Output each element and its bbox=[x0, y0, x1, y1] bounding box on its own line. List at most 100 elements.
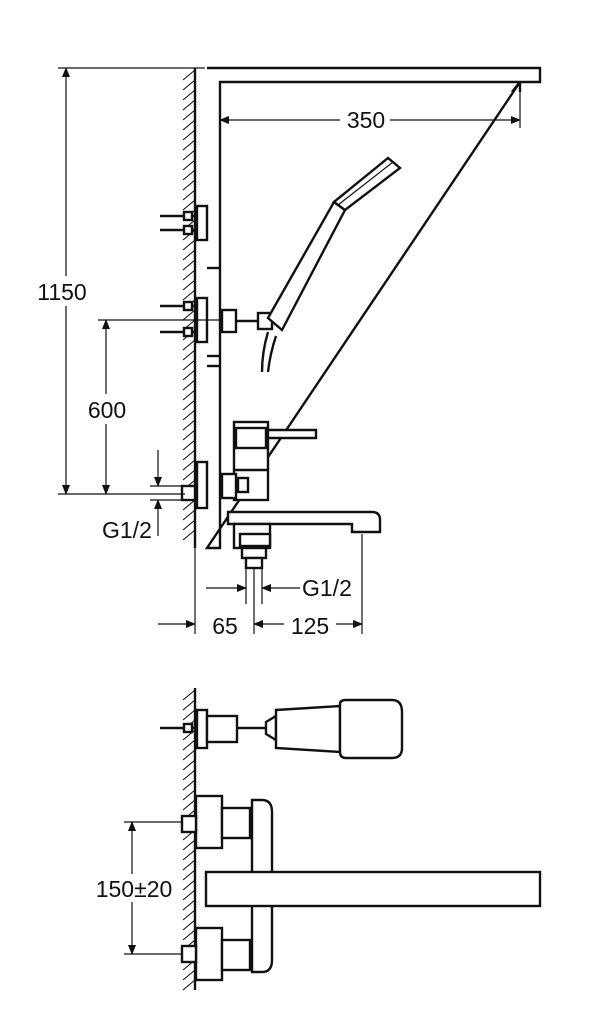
dim-label-350: 350 bbox=[347, 107, 385, 133]
hatch-stroke bbox=[182, 359, 196, 371]
hatch-stroke bbox=[182, 189, 196, 201]
hatch-stroke bbox=[182, 879, 196, 891]
wall-hatch-upper bbox=[182, 69, 196, 541]
hand-shower-holder bbox=[220, 308, 238, 334]
dim-label-65: 65 bbox=[212, 613, 238, 639]
hatch-stroke bbox=[182, 849, 196, 861]
hatch-stroke bbox=[182, 449, 196, 461]
hatch-stroke bbox=[182, 409, 196, 421]
outlet-thread bbox=[244, 556, 264, 570]
hatch-stroke bbox=[182, 749, 196, 761]
spout-base-lower bbox=[238, 532, 272, 548]
shower-column bbox=[204, 66, 542, 550]
bolt-nut-1 bbox=[182, 210, 194, 222]
hatch-stroke bbox=[182, 499, 196, 511]
hatch-stroke bbox=[182, 69, 196, 81]
hatch-stroke bbox=[182, 259, 196, 271]
hatch-stroke bbox=[182, 509, 196, 521]
hatch-stroke bbox=[182, 439, 196, 451]
bath-spout bbox=[226, 510, 382, 534]
hatch-stroke bbox=[182, 779, 196, 791]
top-inlet-block-lower bbox=[194, 926, 224, 982]
hatch-stroke bbox=[182, 979, 196, 991]
upper-bracket bbox=[195, 204, 209, 242]
hatch-stroke bbox=[182, 419, 196, 431]
hatch-stroke bbox=[182, 79, 196, 91]
hatch-stroke bbox=[182, 739, 196, 751]
shower-hose-b bbox=[266, 335, 278, 373]
hatch-stroke bbox=[182, 159, 196, 171]
top-hand-shower-handle bbox=[274, 704, 342, 754]
hatch-stroke bbox=[182, 709, 196, 721]
top-view: 150±20 bbox=[96, 688, 542, 991]
hatch-stroke bbox=[182, 369, 196, 381]
hatch-stroke bbox=[182, 459, 196, 471]
lower-bracket bbox=[195, 460, 209, 510]
bolt-nut-2 bbox=[182, 224, 194, 236]
top-bracket bbox=[195, 708, 209, 750]
mixer-inlet-connector bbox=[220, 472, 238, 500]
dim-bg-150 bbox=[96, 874, 172, 902]
hatch-stroke bbox=[182, 279, 196, 291]
top-bolt-nut bbox=[182, 722, 194, 734]
top-holder bbox=[205, 714, 239, 744]
hand-shower-head bbox=[332, 156, 402, 212]
bolt-nut-4 bbox=[182, 326, 194, 338]
hatch-stroke bbox=[182, 929, 196, 941]
hatch-stroke bbox=[182, 379, 196, 391]
dim-bg-65 bbox=[202, 610, 248, 638]
dim-bg-600 bbox=[84, 394, 130, 424]
hatch-stroke bbox=[182, 799, 196, 811]
hatch-stroke bbox=[182, 339, 196, 351]
dim-bg-1150 bbox=[34, 276, 94, 306]
dim-label-600: 600 bbox=[88, 397, 126, 423]
dim-label-1150: 1150 bbox=[37, 279, 86, 305]
mixer-lever bbox=[266, 428, 318, 440]
dim-label-150: 150±20 bbox=[96, 876, 173, 902]
hatch-stroke bbox=[182, 179, 196, 191]
hatch-stroke bbox=[182, 839, 196, 851]
hatch-stroke bbox=[182, 969, 196, 981]
inlet-nut bbox=[180, 484, 197, 502]
hatch-stroke bbox=[182, 789, 196, 801]
dim-label-g12-side: G1/2 bbox=[102, 517, 152, 543]
hatch-stroke bbox=[182, 899, 196, 911]
top-inlet-connector-upper bbox=[220, 806, 252, 840]
bolt-nut-3 bbox=[182, 300, 194, 312]
hatch-stroke bbox=[182, 919, 196, 931]
hand-shower-handle bbox=[266, 200, 347, 332]
shower-hose-a bbox=[260, 331, 270, 373]
hatch-stroke bbox=[182, 769, 196, 781]
hatch-stroke bbox=[182, 469, 196, 481]
hatch-stroke bbox=[182, 519, 196, 531]
top-hand-shower-head bbox=[338, 698, 404, 760]
top-inlet-nut-upper bbox=[180, 814, 198, 834]
mixer-inner-nut bbox=[236, 476, 250, 494]
mixer-cartridge bbox=[234, 426, 268, 450]
dim-label-125: 125 bbox=[291, 613, 329, 639]
hatch-stroke bbox=[182, 699, 196, 711]
top-inlet-block-upper bbox=[194, 794, 224, 850]
hatch-stroke bbox=[182, 389, 196, 401]
hatch-stroke bbox=[182, 399, 196, 411]
hatch-stroke bbox=[182, 139, 196, 151]
dim-bg-125 bbox=[284, 610, 336, 638]
hand-shower-face bbox=[337, 161, 394, 206]
dim-label-g12-bottom: G1/2 bbox=[302, 575, 352, 601]
top-inlet-nut-lower bbox=[180, 944, 198, 964]
hatch-stroke bbox=[182, 269, 196, 281]
hatch-stroke bbox=[182, 289, 196, 301]
top-inlet-connector-lower bbox=[220, 938, 252, 972]
hatch-stroke bbox=[182, 89, 196, 101]
top-clip bbox=[264, 713, 278, 743]
hatch-stroke bbox=[182, 199, 196, 211]
hatch-stroke bbox=[182, 109, 196, 121]
hatch-stroke bbox=[182, 349, 196, 361]
side-view: 350 1150 600 G1/2 G1/2 65 125 bbox=[34, 66, 542, 639]
hatch-stroke bbox=[182, 529, 196, 541]
outlet-collar bbox=[240, 546, 268, 560]
hatch-stroke bbox=[182, 169, 196, 181]
hatch-stroke bbox=[182, 869, 196, 881]
top-spout bbox=[204, 870, 542, 908]
